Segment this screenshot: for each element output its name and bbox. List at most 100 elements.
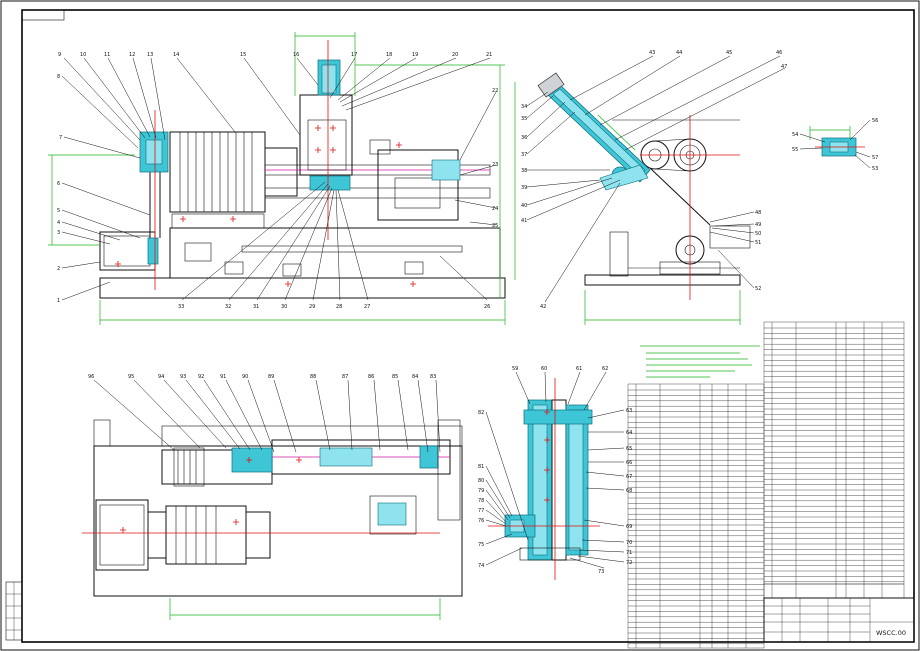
balloon-19: 19 <box>412 52 418 58</box>
top-view-spindle-fins <box>175 506 217 564</box>
view2-balloons-top: 43 44 45 46 47 <box>649 50 787 70</box>
balloon-22: 22 <box>492 88 498 94</box>
parts-list-right-rows <box>764 327 904 582</box>
balloon-55: 55 <box>792 147 798 153</box>
balloon-39: 39 <box>521 185 527 191</box>
balloon-31: 31 <box>253 304 259 310</box>
balloon-79: 79 <box>478 488 484 494</box>
view1-leaders <box>61 57 497 301</box>
balloon-56: 56 <box>872 118 878 124</box>
balloon-10: 10 <box>80 52 86 58</box>
balloon-40: 40 <box>521 203 527 209</box>
balloon-60: 60 <box>541 366 547 372</box>
balloon-5: 5 <box>57 208 60 214</box>
balloon-29: 29 <box>309 304 315 310</box>
balloon-36: 36 <box>521 135 527 141</box>
balloon-49: 49 <box>755 222 761 228</box>
balloon-43: 43 <box>649 50 655 56</box>
balloon-42: 42 <box>540 304 546 310</box>
drawing-code: WSCC.00 <box>876 629 906 637</box>
balloon-76: 76 <box>478 518 484 524</box>
balloon-16: 16 <box>293 52 299 58</box>
balloon-95: 95 <box>128 374 134 380</box>
balloon-77: 77 <box>478 508 484 514</box>
left-binding-strip <box>5 581 23 641</box>
view1-balloons-bottom: 33 32 31 30 29 28 27 26 <box>178 304 490 310</box>
balloon-87: 87 <box>342 374 348 380</box>
view1-balloons-left: 8 7 6 5 4 3 2 1 <box>57 74 62 304</box>
balloon-33: 33 <box>178 304 184 310</box>
side-view-assembly: 34 35 36 37 38 39 40 41 43 44 45 46 47 4… <box>514 50 787 325</box>
balloon-38: 38 <box>521 168 527 174</box>
balloon-90: 90 <box>242 374 248 380</box>
balloon-61: 61 <box>576 366 582 372</box>
balloon-46: 46 <box>776 50 782 56</box>
view1-dimensions <box>48 32 506 325</box>
balloon-86: 86 <box>368 374 374 380</box>
view2-dimensions <box>514 82 741 325</box>
balloon-28: 28 <box>336 304 342 310</box>
balloon-96: 96 <box>88 374 94 380</box>
balloon-66: 66 <box>626 460 632 466</box>
view2-balloons-left: 34 35 36 37 38 39 40 41 <box>521 104 527 224</box>
view3-leaders <box>93 379 441 453</box>
balloon-53: 53 <box>872 166 878 172</box>
parts-list-left-rows <box>628 389 764 644</box>
balloon-25: 25 <box>492 223 498 229</box>
balloon-21: 21 <box>486 52 492 58</box>
balloon-23: 23 <box>492 162 498 168</box>
balloon-44: 44 <box>676 50 682 56</box>
balloon-7: 7 <box>59 135 62 141</box>
balloon-12: 12 <box>129 52 135 58</box>
section-view-assembly: 82 81 80 79 78 77 76 75 74 59 60 61 62 6… <box>478 366 632 580</box>
balloon-3: 3 <box>57 230 60 236</box>
parts-list-left <box>627 383 765 649</box>
balloon-59: 59 <box>512 366 518 372</box>
view1-balloons-right: 22 23 24 25 <box>492 88 498 229</box>
balloon-35: 35 <box>521 116 527 122</box>
balloon-34: 34 <box>521 104 527 110</box>
sheet-inner-border <box>21 9 915 643</box>
balloon-48: 48 <box>755 210 761 216</box>
balloon-54: 54 <box>792 132 798 138</box>
spindle-fins <box>179 132 253 212</box>
top-view-fins <box>177 450 197 484</box>
parts-list-header <box>763 583 905 599</box>
balloon-47: 47 <box>781 64 787 70</box>
balloon-88: 88 <box>310 374 316 380</box>
balloon-13: 13 <box>147 52 153 58</box>
balloon-20: 20 <box>452 52 458 58</box>
balloon-17: 17 <box>351 52 357 58</box>
view2-balloons-right: 48 49 50 51 52 <box>755 210 761 292</box>
balloon-27: 27 <box>364 304 370 310</box>
balloon-80: 80 <box>478 478 484 484</box>
view4-balloons-left: 82 81 80 79 78 77 76 75 74 <box>478 410 484 569</box>
top-left-tag <box>21 9 65 21</box>
balloon-83: 83 <box>430 374 436 380</box>
view1-markers <box>115 125 416 287</box>
balloon-18: 18 <box>386 52 392 58</box>
balloon-89: 89 <box>268 374 274 380</box>
balloon-37: 37 <box>521 152 527 158</box>
balloon-69: 69 <box>626 524 632 530</box>
balloon-84: 84 <box>412 374 418 380</box>
balloon-52: 52 <box>755 286 761 292</box>
balloon-82: 82 <box>478 410 484 416</box>
balloon-30: 30 <box>281 304 287 310</box>
front-view-assembly: 9 10 11 12 13 14 15 16 17 18 19 20 21 8 … <box>48 32 506 325</box>
detail-view: 54 55 56 57 53 <box>792 118 878 172</box>
view4-balloons-top: 59 60 61 62 <box>512 366 608 372</box>
balloon-26: 26 <box>484 304 490 310</box>
balloon-1: 1 <box>57 298 60 304</box>
view3-balloons: 96 95 94 93 92 91 90 89 88 87 86 85 84 8… <box>88 374 436 380</box>
balloon-81: 81 <box>478 464 484 470</box>
parts-list-right <box>763 321 905 585</box>
balloon-94: 94 <box>158 374 164 380</box>
balloon-9: 9 <box>58 52 61 58</box>
balloon-51: 51 <box>755 240 761 246</box>
balloon-6: 6 <box>57 181 60 187</box>
view1-balloons-top: 9 10 11 12 13 14 15 16 17 18 19 20 21 <box>58 52 492 58</box>
balloon-62: 62 <box>602 366 608 372</box>
